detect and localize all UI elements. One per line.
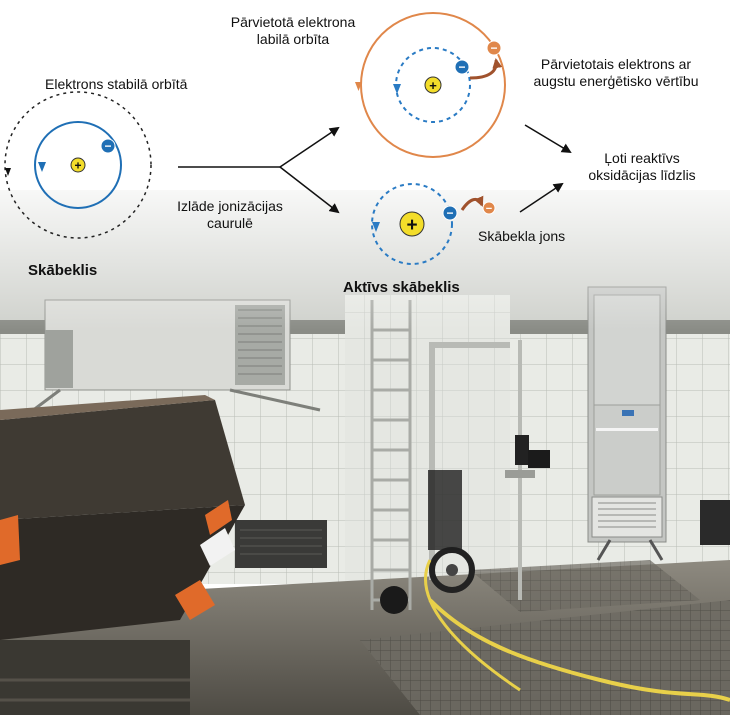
stable-orbit-arrow-icon	[38, 162, 46, 172]
active-dashed-orbit	[371, 183, 453, 265]
label-displaced-electron-line2: augstu enerģētisko vērtību	[533, 73, 699, 89]
outer-dotted-orbit	[4, 91, 152, 239]
label-displaced-electron-line1: Pārvietotais elektrons ar	[540, 56, 692, 72]
label-reactive-line2: oksidācijas līdzlis	[588, 167, 696, 183]
electron-sign: −	[104, 139, 111, 153]
nucleus-sign: +	[74, 159, 81, 173]
label-reactive-oxidizer: Ļoti reaktīvs oksidācijas līdzlis	[572, 150, 712, 184]
stable-orbit	[34, 121, 122, 209]
electron-jump-arrow	[469, 58, 503, 80]
labile-orbit-arrow-icon	[355, 82, 362, 91]
hose-reel	[380, 470, 730, 702]
active-nucleus-icon	[399, 211, 425, 237]
ladder	[370, 300, 412, 610]
svg-text:−: −	[446, 206, 453, 220]
nucleus-icon	[70, 157, 86, 173]
svg-text:−: −	[458, 60, 465, 74]
ion-jump-arrow	[460, 195, 484, 211]
ion-electron-icon	[482, 201, 496, 215]
inner-dashed-orbit	[395, 47, 471, 123]
svg-text:−: −	[490, 41, 497, 55]
label-active-oxygen: Aktīvs skābeklis	[343, 279, 460, 296]
label-discharge-line2: caurulē	[207, 215, 253, 231]
electron-icon	[100, 138, 116, 154]
excited-oxygen-atom: + − −	[355, 12, 506, 158]
excited-nucleus-icon	[424, 76, 442, 94]
svg-text:−: −	[486, 203, 492, 215]
label-displaced-orbit-line2: labilā orbīta	[256, 31, 330, 47]
inner-orbit-arrow-icon	[393, 84, 401, 94]
excited-electron-new-icon	[486, 40, 502, 56]
excited-electron-old-icon	[454, 59, 470, 75]
wall-socket-box	[505, 435, 550, 478]
active-electron-icon	[442, 205, 458, 221]
label-displaced-orbit-line1: Pārvietotā elektrona	[230, 14, 356, 30]
wall-vent	[235, 520, 327, 568]
active-orbit-arrow-icon	[372, 222, 380, 232]
label-discharge-line1: Izlāde jonizācijas	[177, 198, 283, 214]
hopper	[0, 395, 245, 715]
label-oxygen: Skābeklis	[28, 262, 98, 279]
stable-oxygen-atom: + −	[4, 91, 152, 239]
active-nucleus-sign: +	[406, 215, 417, 236]
label-stable-electron: Elektrons stabilā orbītā	[45, 76, 188, 92]
label-reactive-line1: Ļoti reaktīvs	[604, 150, 680, 166]
active-oxygen-atom: + − −	[371, 183, 496, 265]
label-oxygen-ion: Skābekla jons	[478, 228, 566, 244]
label-displaced-orbit: Pārvietotā elektrona labilā orbīta	[218, 14, 368, 48]
flow-arrows	[178, 124, 572, 214]
dark-machine	[700, 500, 730, 545]
labile-orbit	[360, 12, 506, 158]
outer-orbit-arrow-icon	[5, 168, 11, 176]
excited-nucleus-sign: +	[429, 78, 437, 93]
label-discharge: Izlāde jonizācijas caurulē	[160, 198, 300, 232]
label-displaced-electron: Pārvietotais elektrons ar augstu enerģēt…	[521, 56, 711, 90]
